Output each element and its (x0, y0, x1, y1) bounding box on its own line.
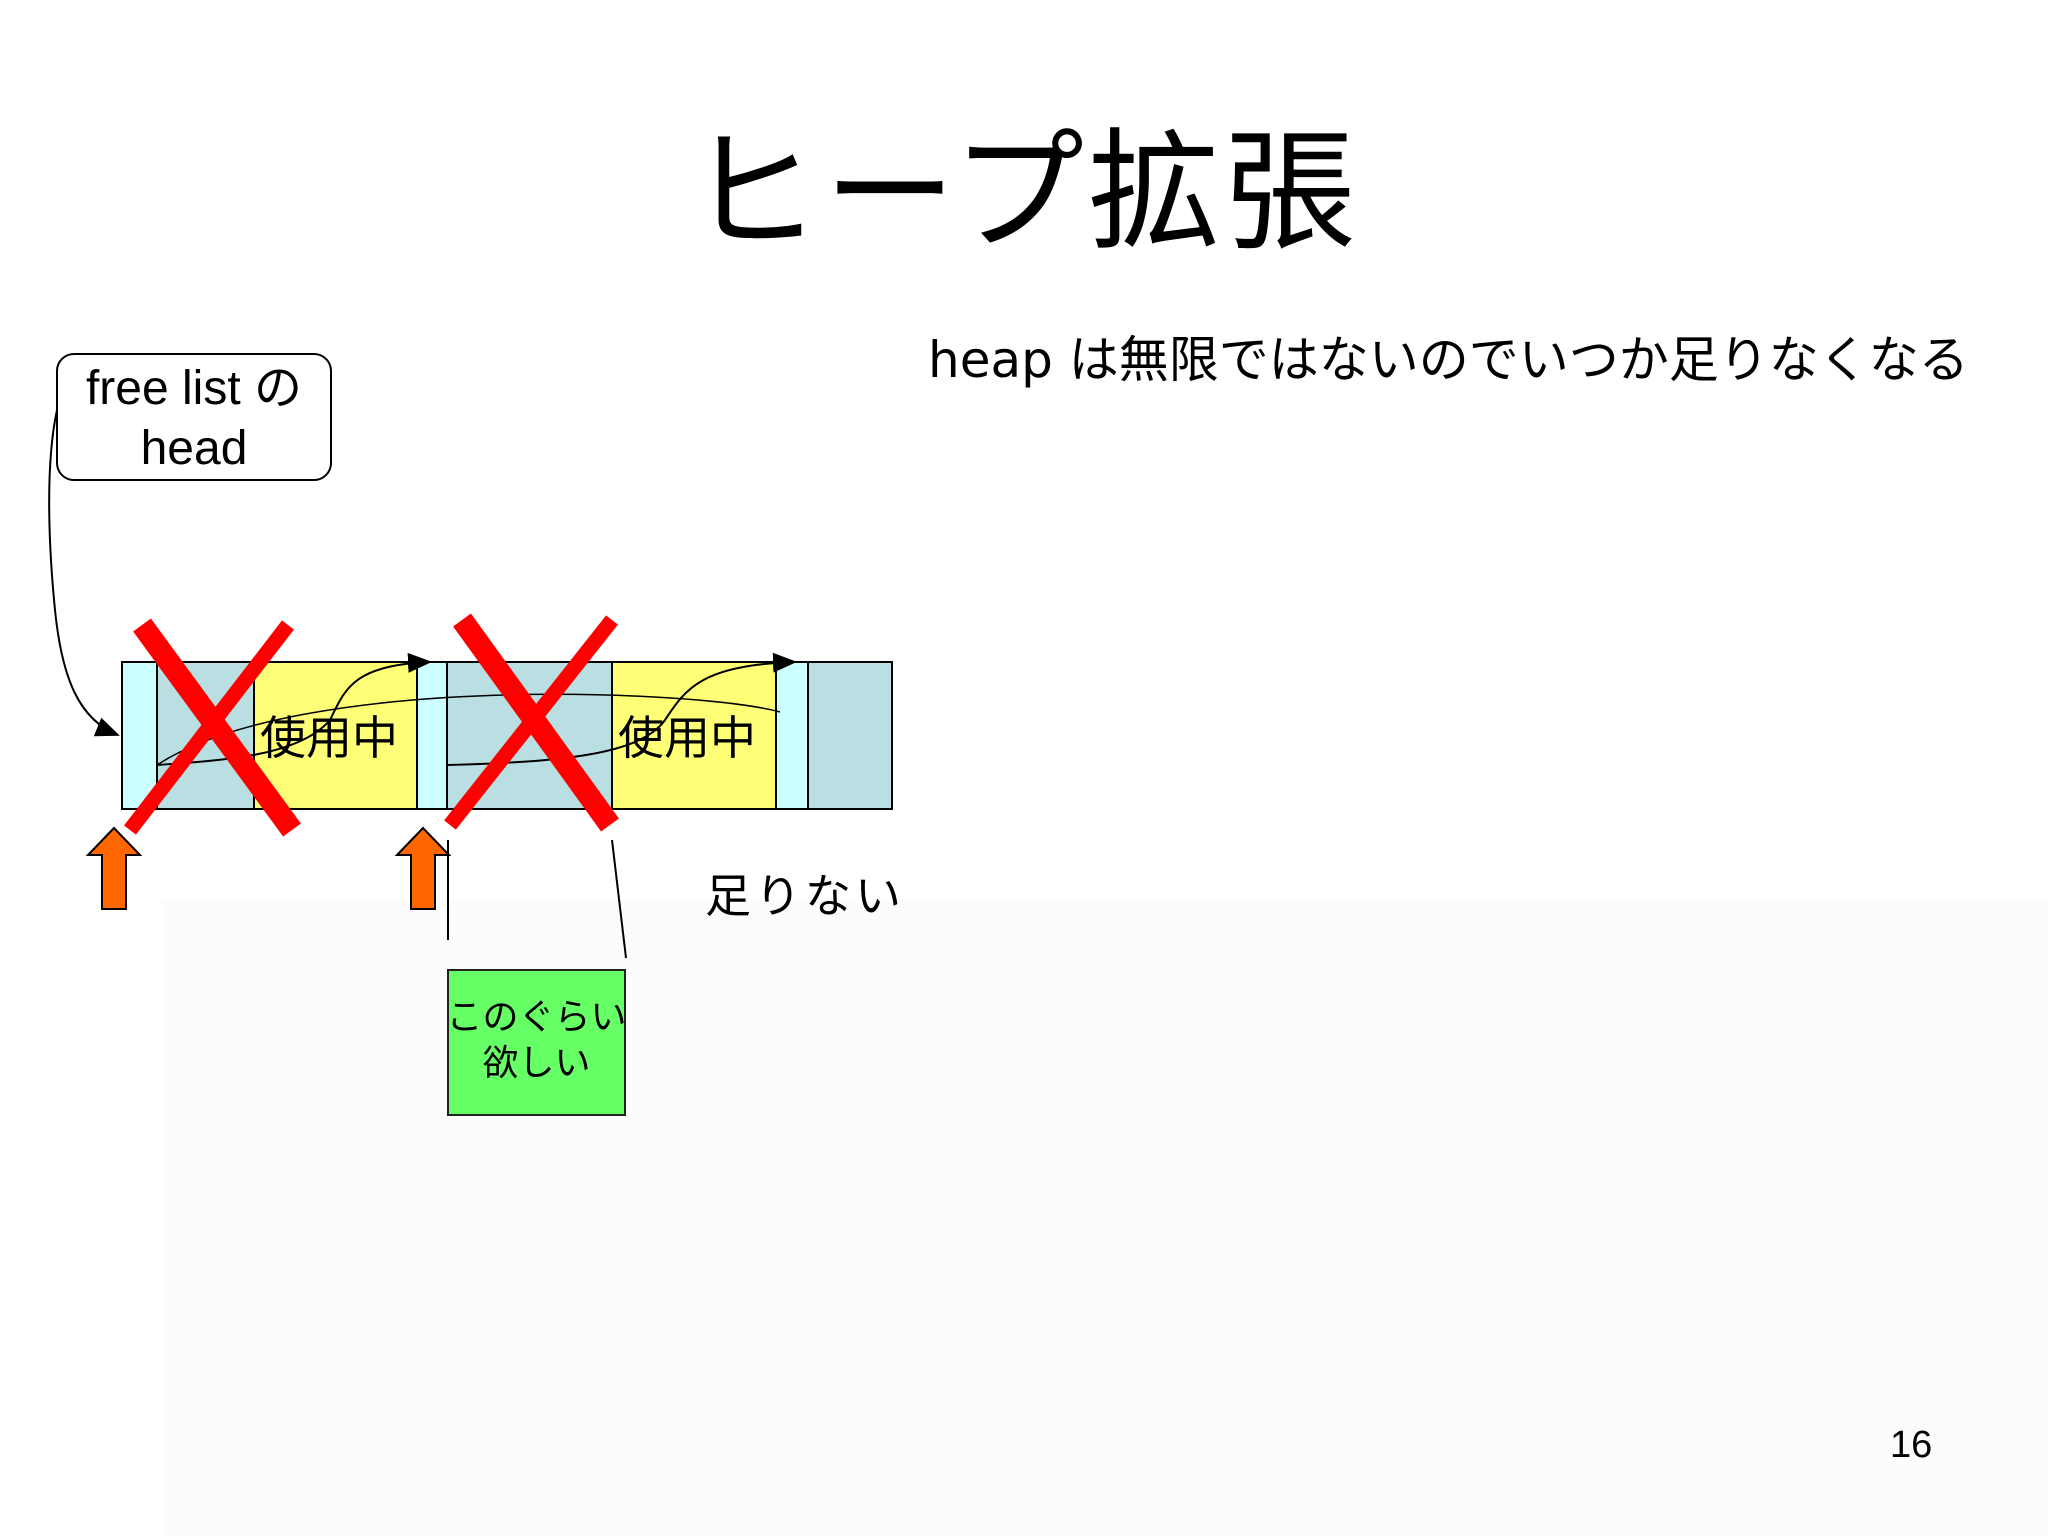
block-free-2 (446, 661, 613, 810)
reject-x-icon-2 (444, 613, 619, 832)
page-number: 16 (1890, 1424, 1933, 1466)
free-list-head-box: free list の head (56, 353, 332, 481)
up-arrow-icon-2 (394, 826, 452, 910)
slide-title: ヒープ拡張 (687, 116, 1361, 270)
request-box-line-2: 欲しい (482, 1043, 591, 1084)
block-header-1 (121, 661, 158, 810)
used-block-label-1: 使用中 (260, 711, 398, 765)
head-box-line-2: head (140, 422, 248, 475)
request-size-box: このぐらい 欲しい (446, 969, 627, 1116)
slide-subtitle: heap は無限ではないのでいつか足りなくなる (928, 331, 1969, 389)
up-arrow-icon-1 (85, 826, 143, 910)
request-box-line-1: このぐらい (446, 997, 627, 1038)
block-free-3 (807, 661, 893, 810)
block-header-3 (775, 661, 809, 810)
block-header-2 (416, 661, 448, 810)
head-box-line-1: free list の (85, 362, 303, 415)
block-free-1 (156, 661, 255, 810)
shortage-label: 足りない (705, 869, 905, 923)
used-block-label-2: 使用中 (618, 711, 756, 765)
